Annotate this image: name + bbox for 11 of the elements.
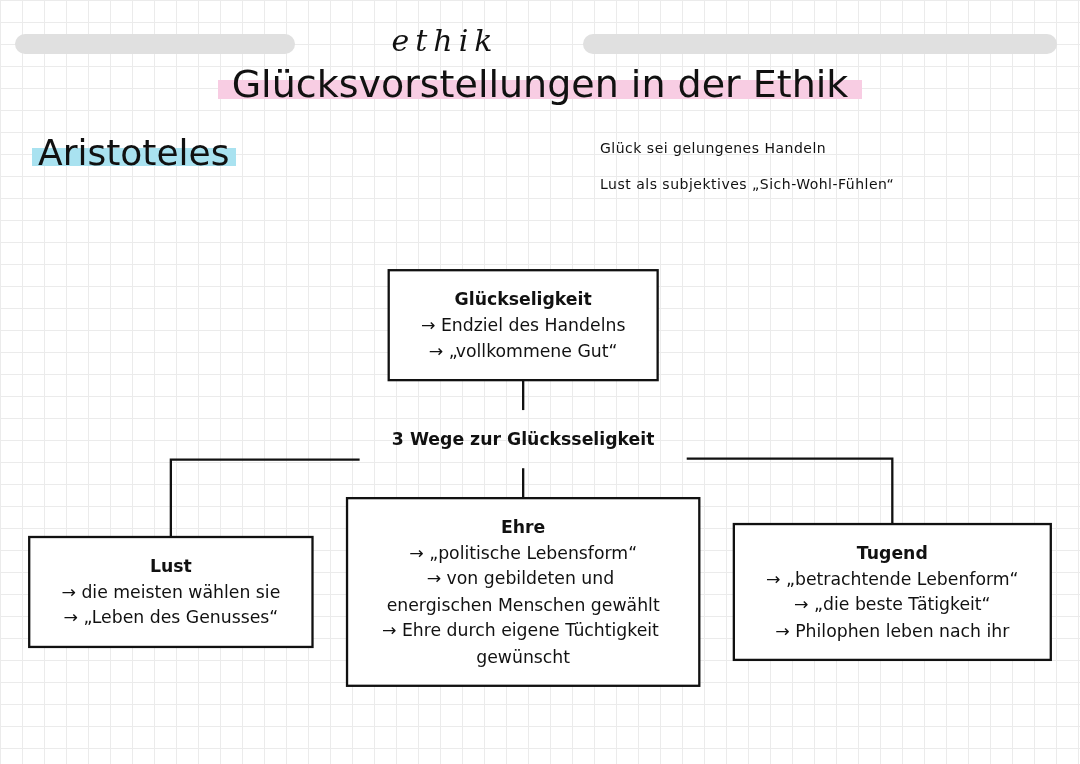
note: Lust als subjektives „Sich-Wohl-Fühlen“ <box>600 176 895 193</box>
header-text: ethik <box>390 24 500 59</box>
node-box: Lust → die meisten wählen sie → „Leben des Genusses“ <box>28 535 314 649</box>
connector <box>686 457 894 525</box>
connector <box>522 467 525 499</box>
node-text: 3 Wege zur Glücksseligkeit <box>391 428 655 450</box>
node-box: Tugend → „betrachtende Lebenform“ → „die beste Tätigkeit“ → Philophen leben nach ihr <box>732 522 1052 662</box>
node-box: Ehre → „politische Lebensform“ → von gebildeten und energischen Menschen gewählt → Ehre durch eigene Tüchtigkeit gewünscht <box>345 497 701 687</box>
node-box: Glückseligkeit → Endziel des Handelns → „vollkommene Gut“ <box>387 269 659 382</box>
connector <box>169 458 360 537</box>
note: Glück sei gelungenes Handeln <box>600 140 827 157</box>
